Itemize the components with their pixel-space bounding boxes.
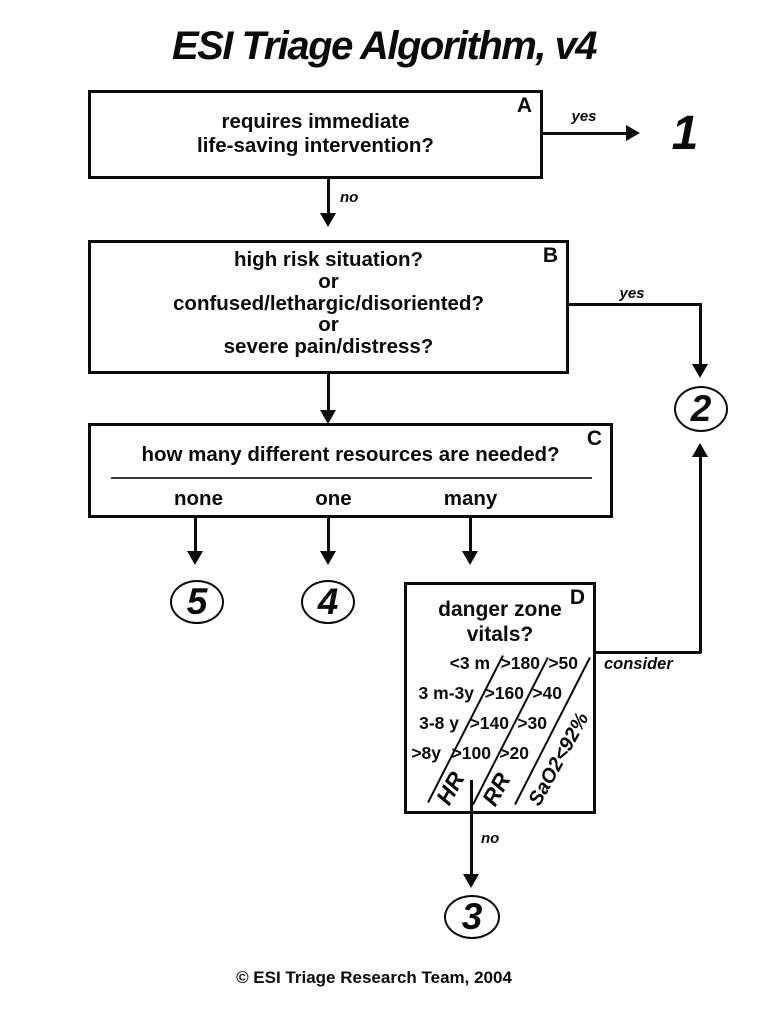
edge-none-arrowhead-icon xyxy=(187,551,203,565)
esi-level-4: 4 xyxy=(301,580,355,624)
box-d-line2: vitals? xyxy=(466,623,534,646)
vitals-row-toddler: 3 m-3y >160 >40 xyxy=(384,682,562,704)
esi-level-1: 1 xyxy=(662,104,708,162)
edge-d-no-line xyxy=(470,780,473,875)
page-title: ESI Triage Algorithm, v4 xyxy=(171,24,598,68)
edge-b-yes-hline xyxy=(569,303,702,306)
box-b-line2: or xyxy=(318,269,339,293)
box-b-line3: confused/lethargic/disoriented? xyxy=(173,291,484,315)
decision-box-d: D danger zone vitals? xyxy=(404,582,596,814)
age-cell: 3 m-3y xyxy=(418,683,474,703)
hr-cell: >100 xyxy=(451,743,491,763)
box-a-question: requires immediate life-saving intervent… xyxy=(91,93,540,158)
edge-b-down-arrowhead-icon xyxy=(320,410,336,424)
box-c-corner-label: C xyxy=(586,427,602,450)
edge-a-yes-label: yes xyxy=(571,108,597,125)
rr-cell: >30 xyxy=(517,713,547,733)
edge-d-no-arrowhead-icon xyxy=(463,874,479,888)
edge-consider-hline xyxy=(596,651,701,654)
box-b-line5: severe pain/distress? xyxy=(223,335,434,359)
option-many: many xyxy=(443,487,498,510)
hr-cell: >160 xyxy=(484,683,524,703)
box-d-question: danger zone vitals? xyxy=(407,585,593,647)
box-a-line2: life-saving intervention? xyxy=(197,134,434,157)
edge-b-yes-vline xyxy=(699,303,702,365)
edge-d-no-label: no xyxy=(481,830,500,847)
vitals-row-infant: <3 m >180 >50 xyxy=(400,652,578,674)
age-cell: >8y xyxy=(411,743,441,763)
vitals-row-older: >8y >100 >20 xyxy=(351,742,529,764)
option-one: one xyxy=(315,487,352,510)
edge-a-yes-line xyxy=(543,132,628,135)
edge-consider-arrowhead-icon xyxy=(692,443,708,457)
edge-a-no-label: no xyxy=(340,189,359,206)
decision-box-b: B high risk situation? or confused/letha… xyxy=(88,240,569,374)
edge-many-line xyxy=(469,518,472,552)
edge-one-line xyxy=(327,518,330,552)
decision-box-a: A requires immediate life-saving interve… xyxy=(88,90,543,179)
box-c-divider xyxy=(111,477,592,479)
edge-a-no-arrowhead-icon xyxy=(320,213,336,227)
hr-cell: >180 xyxy=(500,653,540,673)
option-none: none xyxy=(174,487,223,510)
esi-level-5: 5 xyxy=(170,580,224,624)
esi-level-3: 3 xyxy=(444,895,500,939)
edge-a-no-line xyxy=(327,179,330,214)
edge-b-down-line xyxy=(327,374,330,411)
age-cell: <3 m xyxy=(449,653,490,673)
edge-consider-vline xyxy=(699,456,702,653)
copyright-footer: © ESI Triage Research Team, 2004 xyxy=(236,968,512,987)
box-b-line4: or xyxy=(318,313,339,337)
edge-many-arrowhead-icon xyxy=(462,551,478,565)
box-a-corner-label: A xyxy=(516,94,532,117)
hr-cell: >140 xyxy=(469,713,509,733)
edge-b-yes-arrowhead-icon xyxy=(692,364,708,378)
age-cell: 3-8 y xyxy=(419,713,459,733)
edge-none-line xyxy=(194,518,197,552)
edge-consider-label: consider xyxy=(604,655,673,673)
box-b-corner-label: B xyxy=(542,244,558,267)
decision-box-c: C how many different resources are neede… xyxy=(88,423,613,518)
esi-level-2: 2 xyxy=(674,386,728,432)
box-d-corner-label: D xyxy=(569,586,585,609)
box-b-question: high risk situation? or confused/letharg… xyxy=(91,243,566,358)
edge-b-yes-label: yes xyxy=(619,285,645,302)
edge-a-yes-arrowhead-icon xyxy=(626,125,640,141)
box-c-question: how many different resources are needed? xyxy=(141,443,560,466)
rr-cell: >20 xyxy=(499,743,529,763)
vitals-row-child: 3-8 y >140 >30 xyxy=(369,712,547,734)
box-a-line1: requires immediate xyxy=(221,110,410,133)
box-d-line1: danger zone xyxy=(438,598,562,621)
box-b-line1: high risk situation? xyxy=(233,248,424,271)
edge-one-arrowhead-icon xyxy=(320,551,336,565)
rr-cell: >40 xyxy=(532,683,562,703)
rr-cell: >50 xyxy=(548,653,578,673)
